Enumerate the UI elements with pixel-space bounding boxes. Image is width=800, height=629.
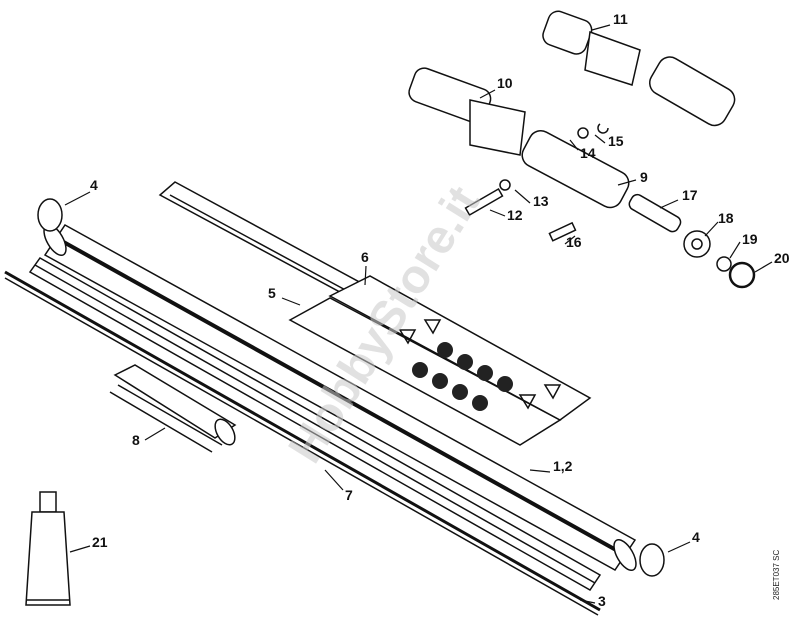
callout-9: 9 [640, 169, 648, 185]
callout-4-top: 4 [90, 177, 98, 193]
drive-tube [43, 223, 637, 572]
callout-21: 21 [92, 534, 108, 550]
callout-5: 5 [268, 285, 276, 301]
drawing-code: 285ET037 SC [772, 549, 781, 600]
callout-15: 15 [608, 133, 624, 149]
callout-20: 20 [774, 250, 790, 266]
part-8-sleeve [109, 364, 237, 453]
callout-12: 12 [507, 207, 523, 223]
decal-strips [158, 181, 592, 446]
callout-3: 3 [598, 593, 606, 609]
callout-17: 17 [682, 187, 698, 203]
callout-18: 18 [718, 210, 734, 226]
callout-14: 14 [580, 145, 596, 161]
callout-1-2: 1,2 [553, 458, 573, 474]
callout-leaders [64, 24, 773, 604]
callout-6: 6 [361, 249, 369, 265]
callout-7: 7 [345, 487, 353, 503]
callout-10: 10 [497, 75, 513, 91]
callout-4-bottom: 4 [692, 529, 700, 545]
callout-19: 19 [742, 231, 758, 247]
part-21-grease-tube [25, 491, 71, 606]
gear-housing-parts [408, 10, 756, 289]
drive-shaft-liner [4, 257, 602, 616]
callout-16: 16 [566, 234, 582, 250]
callout-8: 8 [132, 432, 140, 448]
callout-13: 13 [533, 193, 549, 209]
callout-11: 11 [613, 11, 628, 27]
end-caps [37, 198, 665, 577]
